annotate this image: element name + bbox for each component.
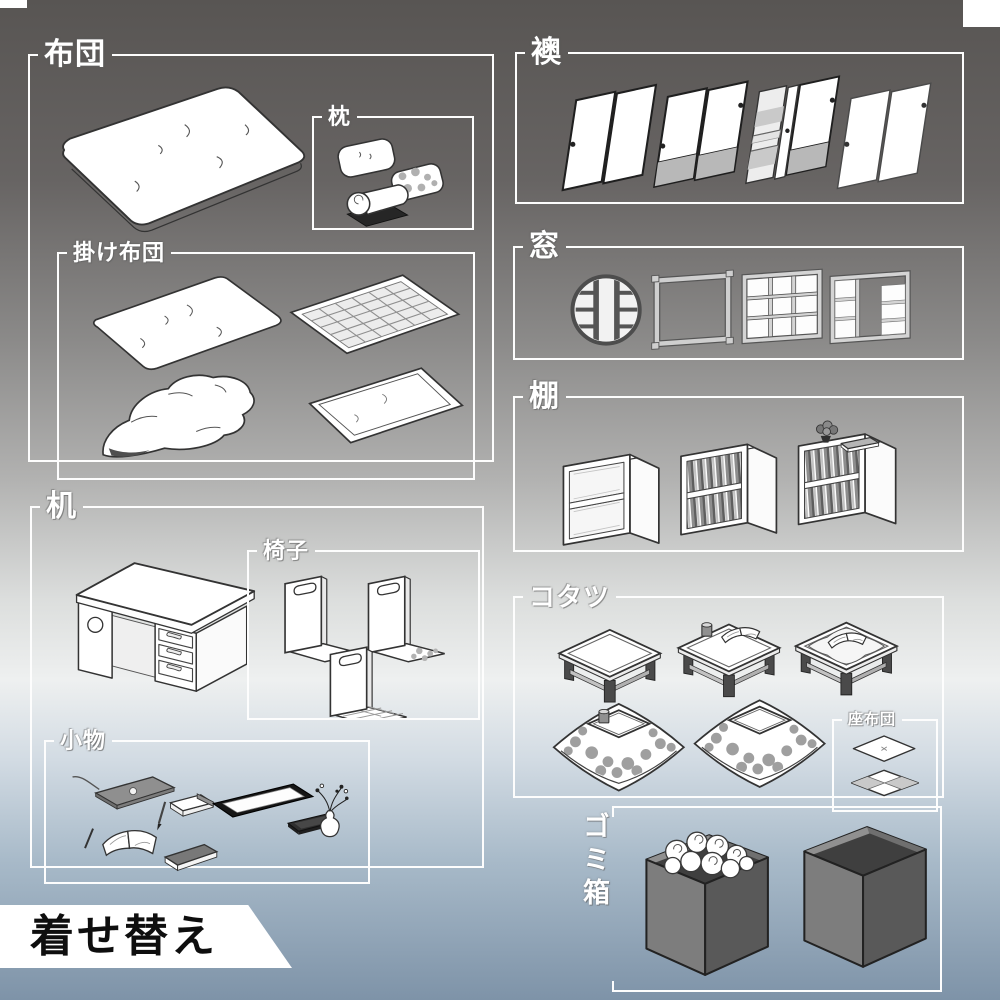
makura-label: 枕 (328, 104, 352, 129)
zabuton-checkered-illustration (850, 769, 920, 797)
gomibako-border-segment-top (612, 808, 614, 817)
notepad-illustration (168, 793, 215, 817)
trashbin-full-illustration (645, 831, 769, 976)
trashbin-illustrations (645, 826, 927, 976)
tsukue-section-label: 机 (46, 490, 77, 523)
mado-section: 窓 (513, 232, 964, 360)
vase-illustration (315, 783, 349, 838)
kotatsu-futon-cup-illustration (554, 704, 684, 791)
window-illustrations (570, 268, 911, 350)
fusuma-section: 襖 (515, 38, 964, 204)
futon-illustrations (62, 86, 306, 233)
pen-illustration (84, 828, 94, 849)
gomibako-border-segment-bottom (612, 981, 614, 990)
kisekae-banner-label: 着せ替え (30, 911, 218, 961)
pillow-flat-illustration (337, 138, 396, 178)
pillow-roll-illustration (346, 184, 409, 227)
tsukue-section: 机 椅子 (30, 490, 484, 884)
fusuma-paneled-illustration (745, 75, 841, 185)
zabuton-plain-illustration (852, 735, 916, 762)
kotatsu-table-quilted-illustration (794, 621, 898, 696)
pencil-illustration (157, 801, 167, 831)
kotatsu-futon-illustration (695, 700, 825, 787)
kotatsu-table-cup-book-illustration (677, 622, 781, 698)
tana-section: 棚 (513, 382, 964, 552)
kotatsu-illustrations (515, 621, 898, 796)
closed-book-illustration (163, 843, 219, 872)
bookshelf-decorated-illustration (797, 420, 897, 526)
fusuma-two-tone-illustration (653, 80, 749, 189)
open-book-illustration (102, 829, 157, 857)
gomibako-section-label: ゴミ箱 (579, 812, 609, 911)
window-round-illustration (570, 274, 642, 346)
futon-section-label: 布団 (44, 38, 106, 71)
zabuton-label: 座布団 (848, 711, 897, 728)
quilt-grid-illustration (289, 274, 461, 355)
laptop-illustration (72, 775, 176, 810)
drawing-board-illustration (211, 783, 315, 818)
floor-chair-dotted-illustration (367, 575, 445, 663)
window-frame-illustration (651, 269, 734, 350)
shelf-plant-illustration (816, 420, 839, 443)
fusuma-section-label: 襖 (531, 36, 562, 69)
quilt-plain-illustration (92, 276, 282, 371)
quilt-bordered-illustration (308, 367, 464, 444)
window-lattice-illustration (741, 268, 823, 345)
futon-section: 布団 枕 (28, 38, 494, 480)
desk-illustration-area (75, 562, 256, 692)
small-item-illustrations (72, 775, 349, 872)
floor-chair-plain-illustration (284, 575, 362, 663)
fusuma-plain-illustration (561, 83, 658, 192)
floor-chair-plaid-illustration (329, 646, 407, 718)
zabuton-subsection: 座布団 (832, 712, 938, 812)
window-sliding-illustration (829, 270, 911, 345)
pillow-illustrations (337, 138, 444, 227)
fusuma-illustrations (561, 75, 932, 192)
tana-section-label: 棚 (529, 380, 560, 413)
shelf-illustrations (562, 420, 897, 546)
mado-section-label: 窓 (529, 230, 560, 263)
fusuma-white-illustration (836, 82, 932, 190)
kotatsu-section-label: コタツ (529, 582, 611, 612)
quilt-draped-illustration (102, 374, 255, 458)
trashbin-empty-illustration (803, 826, 927, 968)
futon-mattress-illustration (62, 86, 306, 233)
isu-label: 椅子 (263, 538, 310, 563)
makura-subsection: 枕 (312, 106, 474, 230)
komono-label: 小物 (60, 728, 107, 753)
isu-subsection: 椅子 (247, 540, 480, 720)
frame-corner-top-right (963, 0, 1000, 27)
komono-subsection: 小物 (44, 730, 370, 884)
gomibako-section: ゴミ箱 (579, 806, 942, 992)
quilt-illustrations (92, 274, 464, 458)
kakebuton-label: 掛け布団 (73, 240, 166, 265)
kisekae-banner: 着せ替え (0, 905, 292, 968)
bookshelf-books-illustration (680, 443, 778, 536)
kotatsu-table-plain-illustration (558, 628, 662, 704)
zabuton-illustrations (850, 735, 920, 797)
kotatsu-section: コタツ (513, 582, 944, 812)
bookshelf-empty-illustration (562, 453, 660, 546)
shelf-book-illustration (840, 436, 880, 453)
desk-illustration (75, 562, 256, 692)
kakebuton-subsection: 掛け布団 (57, 242, 475, 480)
frame-corner-top-left (0, 0, 27, 8)
chair-illustrations (284, 575, 445, 718)
